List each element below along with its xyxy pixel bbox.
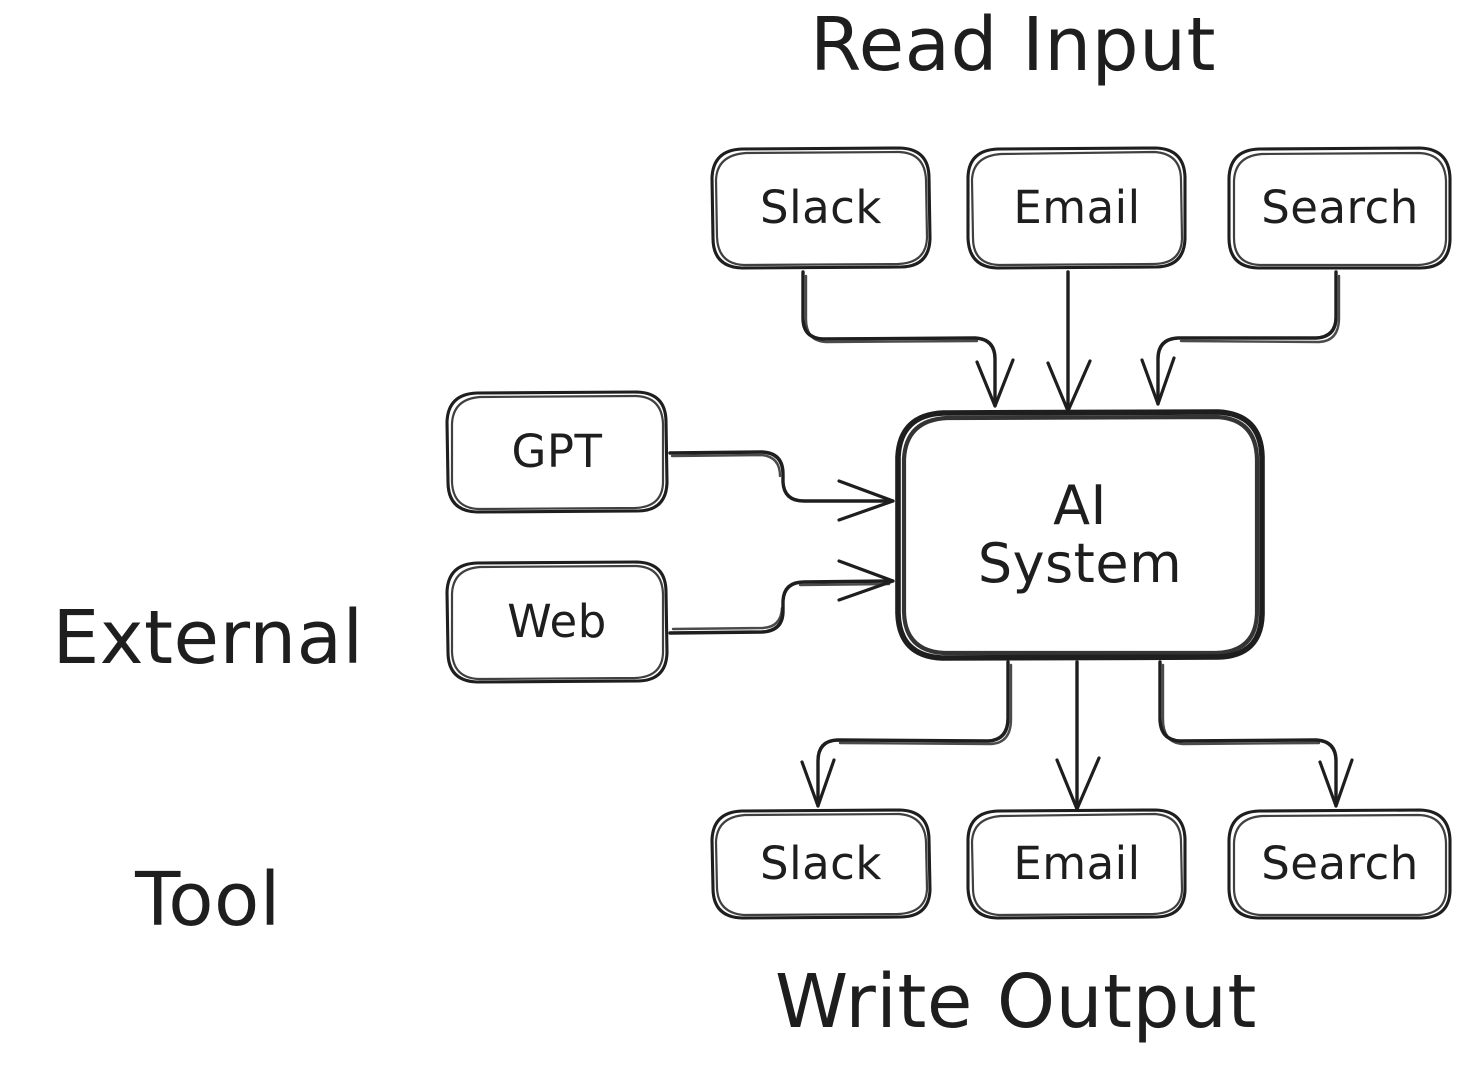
node-shape-core-ai-system [895, 409, 1265, 661]
external-tool-line-1: External [52, 594, 364, 681]
node-output-slack-label: Slack [760, 836, 882, 890]
node-shape-output-email [966, 808, 1187, 920]
node-input-email-label: Email [1013, 180, 1141, 234]
node-input-slack[interactable]: Slack [712, 148, 930, 268]
node-tool-gpt-label: GPT [511, 424, 603, 478]
node-tool-web[interactable]: Web [447, 562, 667, 682]
node-output-search[interactable]: Search [1229, 810, 1451, 918]
node-output-search-label: Search [1261, 836, 1419, 890]
node-input-email[interactable]: Email [968, 148, 1186, 268]
edge-core-to-output-slack [800, 660, 1013, 808]
external-tool-line-2: Tool [135, 856, 281, 943]
node-output-slack[interactable]: Slack [712, 810, 930, 918]
node-core-ai-system[interactable]: AI System [898, 412, 1262, 658]
node-output-email[interactable]: Email [968, 810, 1186, 918]
node-shape-tool-gpt [445, 390, 669, 514]
node-output-email-label: Email [1013, 836, 1141, 890]
node-input-search-label: Search [1261, 180, 1419, 234]
node-core-label-line-1: AI [1053, 473, 1107, 537]
edge-tool-gpt-to-core [668, 450, 895, 522]
node-shape-output-search [1227, 808, 1452, 920]
section-title-external-tool: External Tool [8, 420, 408, 1085]
node-shape-input-email [966, 146, 1187, 270]
node-shape-input-slack [710, 146, 932, 270]
node-input-search[interactable]: Search [1229, 148, 1451, 268]
edge-core-to-output-search [1158, 660, 1354, 808]
node-input-slack-label: Slack [760, 180, 882, 234]
edge-tool-web-to-core [668, 559, 895, 635]
section-title-write-output: Write Output [775, 959, 1257, 1045]
node-shape-tool-web [445, 560, 669, 684]
node-core-label-line-2: System [977, 532, 1183, 595]
node-tool-web-label: Web [507, 594, 607, 648]
edge-input-search-to-core [1140, 270, 1341, 406]
node-tool-gpt[interactable]: GPT [447, 392, 667, 512]
edge-input-slack-to-core [801, 270, 1015, 408]
section-title-read-input: Read Input [810, 2, 1217, 88]
edge-input-email-to-core [1046, 270, 1092, 413]
node-shape-output-slack [710, 808, 932, 920]
edge-core-to-output-email [1055, 660, 1101, 811]
node-shape-input-search [1227, 146, 1452, 270]
